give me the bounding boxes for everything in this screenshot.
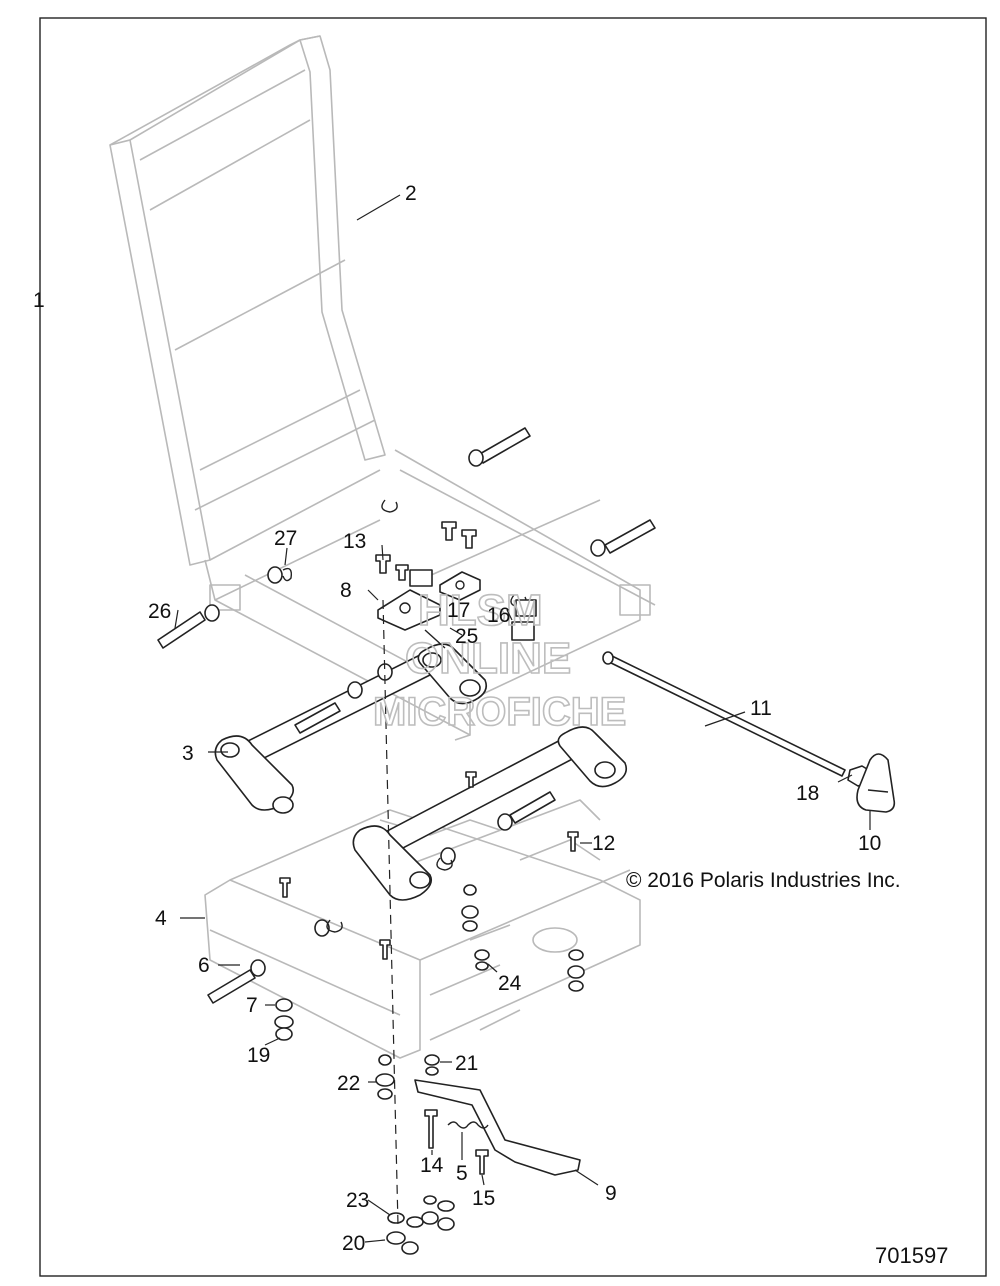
release-lever [414, 1079, 581, 1176]
watermark-line2: ONLINE [405, 634, 571, 683]
adjuster-rod [602, 651, 873, 787]
callout-21: 21 [455, 1052, 478, 1075]
watermark: HLSM ONLINE MICROFICHE [372, 585, 627, 735]
copyright-notice: © 2016 Polaris Industries Inc. [626, 869, 901, 892]
callout-14: 14 [420, 1154, 444, 1177]
callout-12: 12 [592, 832, 615, 855]
callout-25: 25 [455, 625, 478, 648]
callout-27: 27 [274, 527, 297, 550]
callout-2: 2 [405, 182, 417, 205]
callout-11: 11 [750, 697, 772, 720]
watermark-line3: MICROFICHE [373, 690, 626, 734]
leader-lines [39, 194, 871, 1243]
callout-18: 18 [796, 782, 819, 805]
lower-arm-assembly [352, 726, 628, 901]
callout-7: 7 [246, 994, 258, 1017]
pivot-pins [157, 427, 656, 1004]
callout-23: 23 [346, 1189, 369, 1212]
figure-number: 701597 [875, 1243, 948, 1268]
callout-9: 9 [605, 1182, 617, 1205]
callout-26: 26 [148, 600, 171, 623]
center-brackets [279, 521, 579, 960]
callout-22: 22 [337, 1072, 360, 1095]
callout-4: 4 [155, 907, 167, 930]
callout-3: 3 [182, 742, 194, 765]
callout-19: 19 [247, 1044, 270, 1067]
callout-labels: 1 2 3 4 5 6 7 8 9 10 11 12 13 14 15 16 1… [33, 182, 881, 1255]
seat-base-frame [204, 799, 641, 1059]
callout-1: 1 [33, 289, 45, 312]
callout-10: 10 [858, 832, 881, 855]
callout-15: 15 [472, 1187, 495, 1210]
callout-6: 6 [198, 954, 210, 977]
callout-24: 24 [498, 972, 522, 995]
seat-back-frame [109, 35, 656, 741]
callout-8: 8 [340, 579, 352, 602]
callout-5: 5 [456, 1162, 468, 1185]
callout-16: 16 [487, 604, 510, 627]
watermark-line1: HLSM [418, 586, 543, 635]
callout-13: 13 [343, 530, 366, 553]
callout-20: 20 [342, 1232, 365, 1255]
adjuster-knob [856, 753, 896, 813]
callout-17: 17 [447, 599, 470, 622]
fastener-hardware [274, 884, 585, 1255]
diagram-border [39, 17, 987, 1277]
